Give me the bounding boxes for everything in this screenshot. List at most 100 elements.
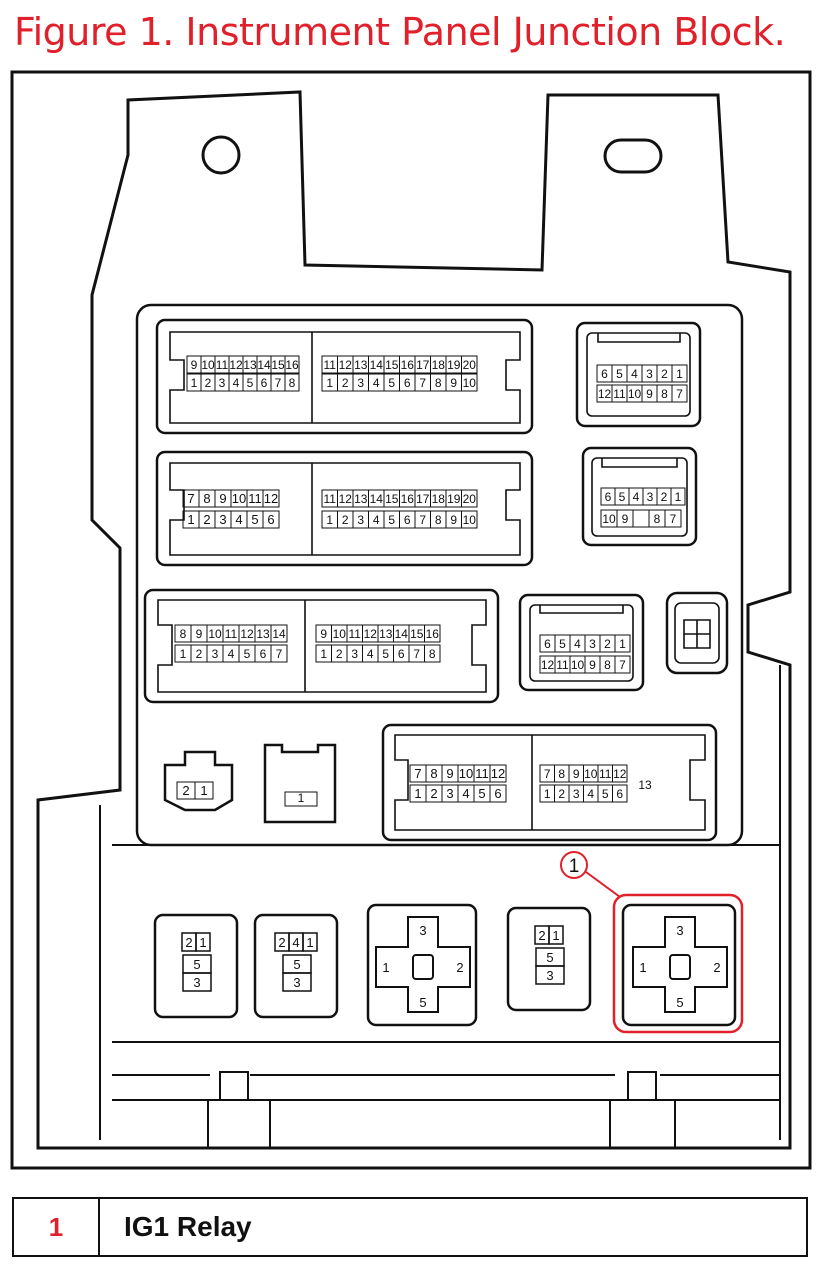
pin-number: 4 <box>631 367 638 381</box>
pin-number: 1 <box>675 490 682 504</box>
pin-number: 5 <box>478 786 485 801</box>
pin-number: 2 <box>205 376 212 390</box>
pin-number: 11 <box>324 492 337 506</box>
pin-number: 10 <box>584 767 598 781</box>
connector-shroud-2 <box>169 462 521 556</box>
pin-number: 5 <box>559 637 566 651</box>
pin-number: 5 <box>251 512 258 527</box>
pin-cell <box>461 510 478 529</box>
pin-cell <box>284 355 300 374</box>
relay-pin-number: 3 <box>419 923 426 938</box>
pin-number: 2 <box>203 512 210 527</box>
callout-number: 1 <box>569 856 580 877</box>
pin-number: 19 <box>447 358 461 372</box>
pin-number: 5 <box>244 647 251 661</box>
pin-cell <box>489 784 507 803</box>
pin-cell <box>612 764 628 783</box>
pin-number: 2 <box>182 783 189 798</box>
pin-number: 13 <box>256 627 270 641</box>
pin-number: 16 <box>285 358 299 372</box>
connector-shroud-3 <box>157 599 487 693</box>
pin-number: 6 <box>544 637 551 651</box>
pin-number: 2 <box>661 367 668 381</box>
pin-cell <box>262 489 280 508</box>
pin-number: 12 <box>491 766 505 781</box>
pin-number: 14 <box>257 358 271 372</box>
pin-number: 8 <box>430 766 437 781</box>
pin-number: 6 <box>398 647 405 661</box>
pin-number: 3 <box>646 367 653 381</box>
pin-number: 4 <box>228 647 235 661</box>
pin-number: 13 <box>638 778 652 792</box>
relay-body <box>375 916 471 1013</box>
pin-number: 8 <box>435 376 442 390</box>
pin-number: 8 <box>654 512 661 526</box>
pin-number: 7 <box>414 766 421 781</box>
pin-number: 10 <box>459 766 473 781</box>
pin-number: 1 <box>200 783 207 798</box>
pin-number: 1 <box>619 637 626 651</box>
pin-cell <box>284 373 300 392</box>
pin-number: 19 <box>447 492 461 506</box>
pin-number: 15 <box>385 358 399 372</box>
pin-number: 9 <box>589 658 596 672</box>
pin-number: 6 <box>404 513 411 527</box>
relay-pin-number: 2 <box>713 960 720 975</box>
mounting-slot-right <box>603 138 663 174</box>
relay-pin-number: 5 <box>676 995 683 1010</box>
pin-number: 6 <box>616 787 623 801</box>
pin-number: 12 <box>229 358 243 372</box>
figure-title: Figure 1. Instrument Panel Junction Bloc… <box>14 10 786 54</box>
pin-number: 5 <box>247 376 254 390</box>
pin-number: 2 <box>196 647 203 661</box>
pin-cell <box>194 781 214 800</box>
relay-pin-cell <box>535 965 565 985</box>
pin-number: 10 <box>571 658 585 672</box>
pin-number: 10 <box>463 513 477 527</box>
pin-number: 3 <box>212 647 219 661</box>
pin-number: 11 <box>613 387 626 401</box>
relay-pin-number: 1 <box>199 935 206 950</box>
pin-number: 1 <box>298 791 305 805</box>
connector-housing-7 <box>518 593 645 692</box>
pin-cell <box>612 784 628 803</box>
pin-number: 11 <box>475 766 489 781</box>
diagram-frame <box>10 70 812 1170</box>
pin-number: 10 <box>628 387 642 401</box>
pin-number: 7 <box>619 658 626 672</box>
relay-pin-number: 1 <box>306 935 313 950</box>
pin-number: 11 <box>556 658 569 672</box>
pin-number: 3 <box>351 647 358 661</box>
pin-number: 10 <box>232 491 246 506</box>
pin-number: 3 <box>219 376 226 390</box>
pin-number: 8 <box>604 658 611 672</box>
pin-number: 6 <box>605 490 612 504</box>
pin-number: 18 <box>432 492 446 506</box>
pin-number: 3 <box>573 787 580 801</box>
pin-cell <box>489 764 507 783</box>
relay-pin-cell <box>182 972 212 992</box>
bottom-tab-left <box>207 1099 271 1149</box>
pin-number: 7 <box>275 376 282 390</box>
pin-number: 6 <box>261 376 268 390</box>
pin-cell <box>671 384 688 403</box>
pin-number: 15 <box>410 627 424 641</box>
relay-housing-5 <box>621 903 737 1027</box>
pin-number: 13 <box>354 492 368 506</box>
connector-shroud-1 <box>169 331 521 424</box>
connector-shroud-6 <box>591 457 688 537</box>
pin-number: 6 <box>494 786 501 801</box>
pin-number: 5 <box>619 490 626 504</box>
relay-pin-number: 1 <box>382 960 389 975</box>
pin-number: 15 <box>271 358 285 372</box>
relay-pin-cell <box>282 972 312 992</box>
pin-number: 12 <box>364 627 378 641</box>
pin-cell <box>461 355 478 374</box>
pin-number: 7 <box>413 647 420 661</box>
relay-pin-cell <box>195 932 211 952</box>
pin-cell <box>614 634 631 653</box>
pin-number: 4 <box>235 512 242 527</box>
pin-cell <box>664 509 682 528</box>
pin-number: 3 <box>357 376 364 390</box>
pin-number: 20 <box>463 492 477 506</box>
